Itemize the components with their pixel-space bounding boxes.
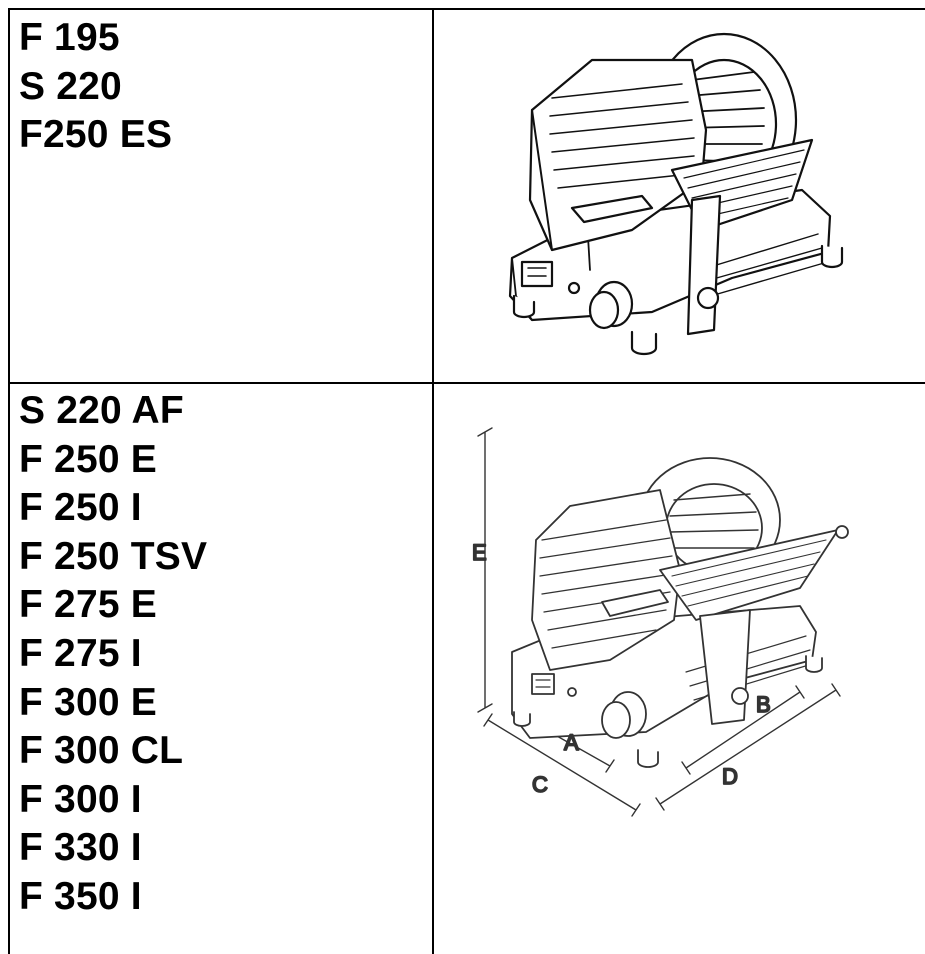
model-name: F250 ES <box>19 113 173 157</box>
model-name: S 220 AF <box>19 389 184 432</box>
dimension-label-c: C <box>532 772 548 797</box>
model-name: F 250 TSV <box>19 534 208 578</box>
meat-slicer-dimension-drawing: E A B C D <box>460 420 870 830</box>
model-name: F 300 E <box>19 680 157 724</box>
meat-slicer-drawing <box>492 20 872 370</box>
dimension-label-d: D <box>722 764 738 789</box>
model-name: S 220 <box>19 64 122 108</box>
model-name: F 300 CL <box>19 729 184 773</box>
dimension-label-b: B <box>756 692 771 717</box>
model-name: F 330 I <box>19 826 142 870</box>
model-name: F 275 I <box>19 631 142 675</box>
table-column-divider <box>432 8 434 954</box>
table-left-border <box>8 8 10 954</box>
model-name: F 275 E <box>19 583 157 627</box>
dimension-label-a: A <box>564 730 579 755</box>
model-name: F 350 I <box>19 874 142 918</box>
model-list-row-2: S 220 AF F 250 E F 250 I F 250 TSV F 275… <box>19 387 207 922</box>
model-name: F 250 I <box>19 486 142 530</box>
table-top-border <box>8 8 925 10</box>
model-name: F 300 I <box>19 777 142 821</box>
table-row-divider <box>8 382 925 384</box>
dimension-label-e: E <box>472 540 487 565</box>
model-name: F 250 E <box>19 437 157 481</box>
model-list-row-1: F 195 S 220 F250 ES <box>19 14 172 160</box>
model-name: F 195 <box>19 16 120 59</box>
